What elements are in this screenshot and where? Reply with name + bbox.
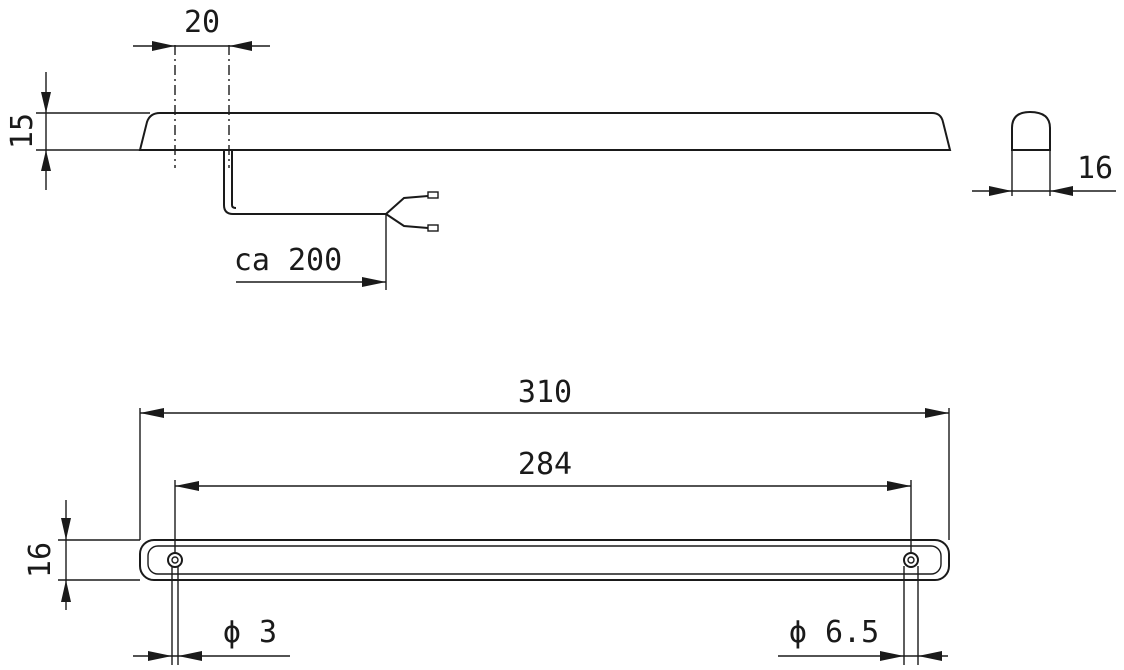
dimension-284: 284 [174, 447, 912, 553]
dim-text-cable: ca 200 [234, 243, 342, 278]
wire-lower [385, 213, 429, 229]
dimension-15: 15 [5, 72, 150, 190]
dimension-20: 20 [133, 5, 270, 168]
dim-text-top-width: 16 [23, 542, 58, 578]
dimension-16-top: 16 [23, 500, 140, 610]
dim-text-15: 15 [5, 113, 40, 149]
lamp-top-inner [147, 545, 942, 575]
dim-text-20: 20 [184, 5, 220, 40]
dim-text-hole-large: ϕ 6.5 [789, 615, 879, 650]
dimension-hole-small: ϕ 3 [133, 566, 290, 665]
dimension-hole-large: ϕ 6.5 [778, 566, 948, 665]
lamp-side-profile [138, 112, 952, 151]
mount-hole-left [167, 552, 183, 568]
side-view [138, 112, 952, 232]
lamp-end-profile [1011, 110, 1051, 151]
dim-text-end-width: 16 [1077, 151, 1113, 186]
wire-end-lower [427, 224, 439, 232]
mount-hole-right [903, 552, 919, 568]
wire-upper [385, 195, 429, 215]
dimension-310: 310 [139, 375, 950, 540]
dim-text-310: 310 [518, 375, 572, 410]
wire-end-upper [427, 191, 439, 199]
end-view: 16 [972, 110, 1116, 196]
dim-text-284: 284 [518, 447, 572, 482]
dimension-cable: ca 200 [234, 214, 387, 290]
lamp-top-outline [139, 539, 950, 581]
cable [223, 150, 386, 215]
dim-text-hole-small: ϕ 3 [223, 615, 277, 650]
top-view [139, 539, 950, 581]
